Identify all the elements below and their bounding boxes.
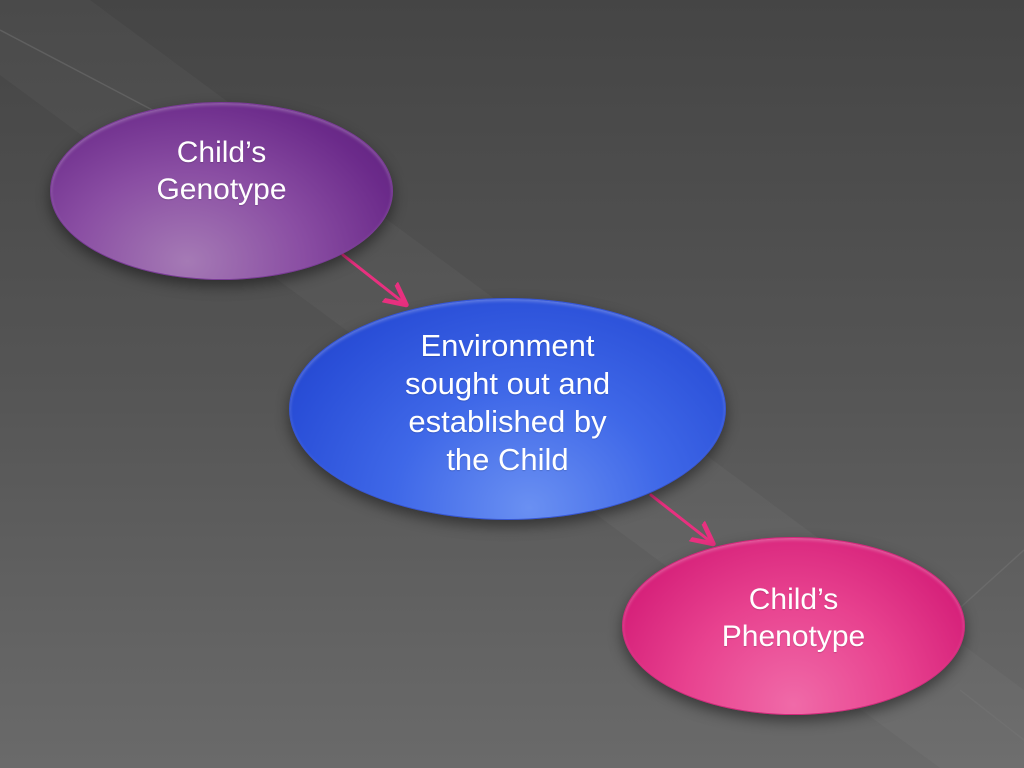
arrow-environment-to-phenotype xyxy=(649,493,711,542)
node-childs-genotype: Child’s Genotype xyxy=(50,102,393,280)
node-childs-genotype-label: Child’s Genotype xyxy=(156,136,287,206)
node-childs-phenotype-label: Child’s Phenotype xyxy=(721,583,866,653)
node-childs-phenotype: Child’s Phenotype xyxy=(622,537,965,715)
node-environment-label: Environment sought out and established b… xyxy=(404,328,611,477)
node-environment: Environment sought out and established b… xyxy=(289,298,726,520)
background-diagonal-line xyxy=(959,689,1024,741)
arrow-genotype-to-environment xyxy=(341,253,404,303)
